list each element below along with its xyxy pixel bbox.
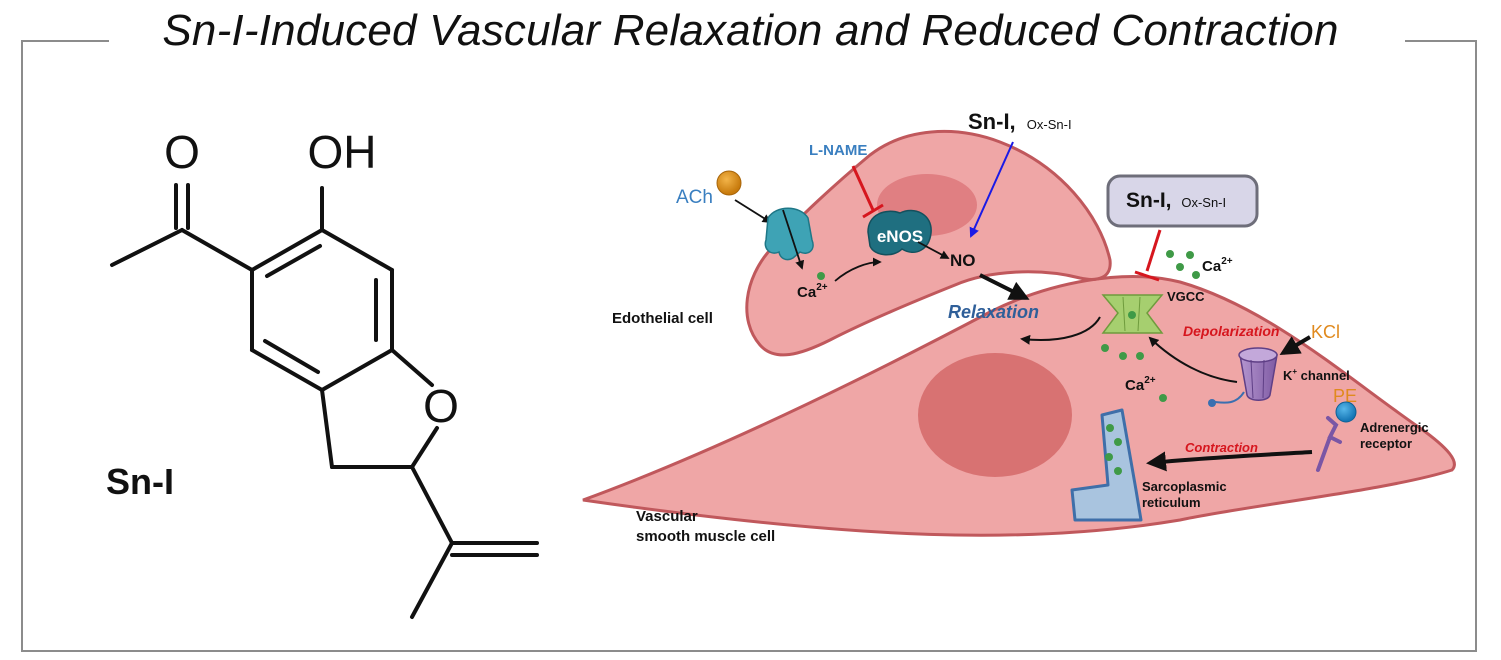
l-name-inhibition-bar xyxy=(862,203,884,219)
adrenergic-label-line1: Adrenergic xyxy=(1360,420,1429,435)
ring-oxygen-label: O xyxy=(423,380,459,432)
hydroxyl-label: OH xyxy=(308,126,377,178)
outer-frame xyxy=(21,40,1477,652)
ca-ion xyxy=(1192,271,1200,279)
sr-label-line1: Sarcoplasmic xyxy=(1142,479,1227,494)
vsmc-label-line1: Vascular xyxy=(636,508,698,525)
sarcoplasmic-reticulum xyxy=(1070,408,1143,522)
ca-ion xyxy=(1105,453,1113,461)
l-name-label: L-NAME xyxy=(809,142,867,159)
ca-ion xyxy=(1106,424,1114,432)
vgcc-label: VGCC xyxy=(1167,289,1205,304)
relaxation-label: Relaxation xyxy=(948,302,1039,322)
sr-label-line2: reticulum xyxy=(1142,495,1201,510)
frame-top-left-segment xyxy=(21,40,109,42)
ach-receptor xyxy=(764,207,814,261)
ca-ion xyxy=(1101,344,1109,352)
enos-enzyme xyxy=(867,209,932,256)
bond xyxy=(250,228,324,272)
depolarization-label: Depolarization xyxy=(1183,323,1279,339)
ca-endothelial-label: Ca2+ xyxy=(797,282,828,301)
ca-ion xyxy=(1114,438,1122,446)
contraction-label: Contraction xyxy=(1185,440,1258,455)
bond xyxy=(180,228,254,272)
bond xyxy=(410,465,454,545)
ach-binding-arrow xyxy=(734,199,772,223)
adrenergic-label-line2: receptor xyxy=(1360,436,1412,451)
ach-label: ACh xyxy=(676,187,713,208)
k-channel-tail-bulb xyxy=(1208,399,1216,407)
ca-ion xyxy=(1159,394,1167,402)
pe-ligand xyxy=(1335,401,1357,423)
k-channel-detail xyxy=(1250,359,1254,399)
molecule-name: Sn-I xyxy=(106,461,174,502)
double-bond-inner xyxy=(265,244,322,278)
contraction-arrow xyxy=(1146,450,1313,472)
ca-ion xyxy=(1176,263,1184,271)
bond xyxy=(250,348,324,392)
k-channel-detail xyxy=(1262,359,1265,399)
ca-ion xyxy=(1136,352,1144,360)
ca-ion xyxy=(1186,251,1194,259)
no-to-relaxation-arrow xyxy=(979,273,1030,300)
bond xyxy=(410,426,439,469)
ca-ion xyxy=(1128,311,1136,319)
bond xyxy=(390,348,434,387)
k-channel xyxy=(1208,347,1278,407)
double-bond-inner xyxy=(263,339,320,374)
muscle-nucleus xyxy=(918,353,1072,477)
ca-extracellular-label: Ca2+ xyxy=(1202,256,1233,275)
frame-top-right-segment xyxy=(1405,40,1477,42)
k-channel-top xyxy=(1238,347,1278,363)
calcium-to-relaxation-arrow xyxy=(1020,316,1101,345)
k-channel-label: K+ channel xyxy=(1283,367,1350,383)
adrenergic-receptor xyxy=(1316,416,1342,472)
k-channel-tail xyxy=(1214,391,1245,404)
ach-ligand xyxy=(716,170,742,196)
vsmc-label-line2: smooth muscle cell xyxy=(636,528,775,545)
sn-i-structure xyxy=(110,183,539,619)
sn-i-vgcc-inhibition-line xyxy=(1145,229,1162,272)
bond xyxy=(110,228,184,267)
figure-title: Sn-I-Induced Vascular Relaxation and Red… xyxy=(162,6,1339,55)
pe-label: PE xyxy=(1333,386,1357,406)
bond xyxy=(320,228,394,272)
sn-i-box-label: Sn-I, Ox-Sn-I xyxy=(1126,189,1226,212)
ca-ion xyxy=(817,272,825,280)
kcl-label: KCl xyxy=(1311,322,1340,342)
sn-i-to-no-arrow xyxy=(969,141,1014,238)
vgcc-detail xyxy=(1122,296,1126,332)
sn-i-box xyxy=(1106,174,1259,228)
sn-i-top-label: Sn-I, Ox-Sn-I xyxy=(968,109,1072,134)
bond xyxy=(410,541,454,619)
enos-label: eNOS xyxy=(877,227,923,246)
ca-to-enos-arrow xyxy=(834,257,882,282)
enos-to-no-arrow xyxy=(917,241,950,259)
sn-i-vgcc-inhibition-bar xyxy=(1134,270,1160,282)
carbonyl-oxygen-label: O xyxy=(164,126,200,178)
bond xyxy=(320,388,334,469)
k-channel-body xyxy=(1239,354,1278,401)
vgcc-detail xyxy=(1137,296,1141,332)
l-name-inhibition-line xyxy=(851,165,875,211)
ca-ion xyxy=(1119,352,1127,360)
endothelial-cell-label: Edothelial cell xyxy=(612,310,713,327)
bond xyxy=(320,348,394,392)
ca-intracellular-label: Ca2+ xyxy=(1125,375,1156,394)
depolarization-arrow xyxy=(1148,336,1238,383)
no-label: NO xyxy=(950,251,976,270)
receptor-calcium-arrow xyxy=(782,209,805,270)
kcl-arrow xyxy=(1279,335,1312,356)
ca-ion xyxy=(1114,467,1122,475)
ca-ion xyxy=(1166,250,1174,258)
